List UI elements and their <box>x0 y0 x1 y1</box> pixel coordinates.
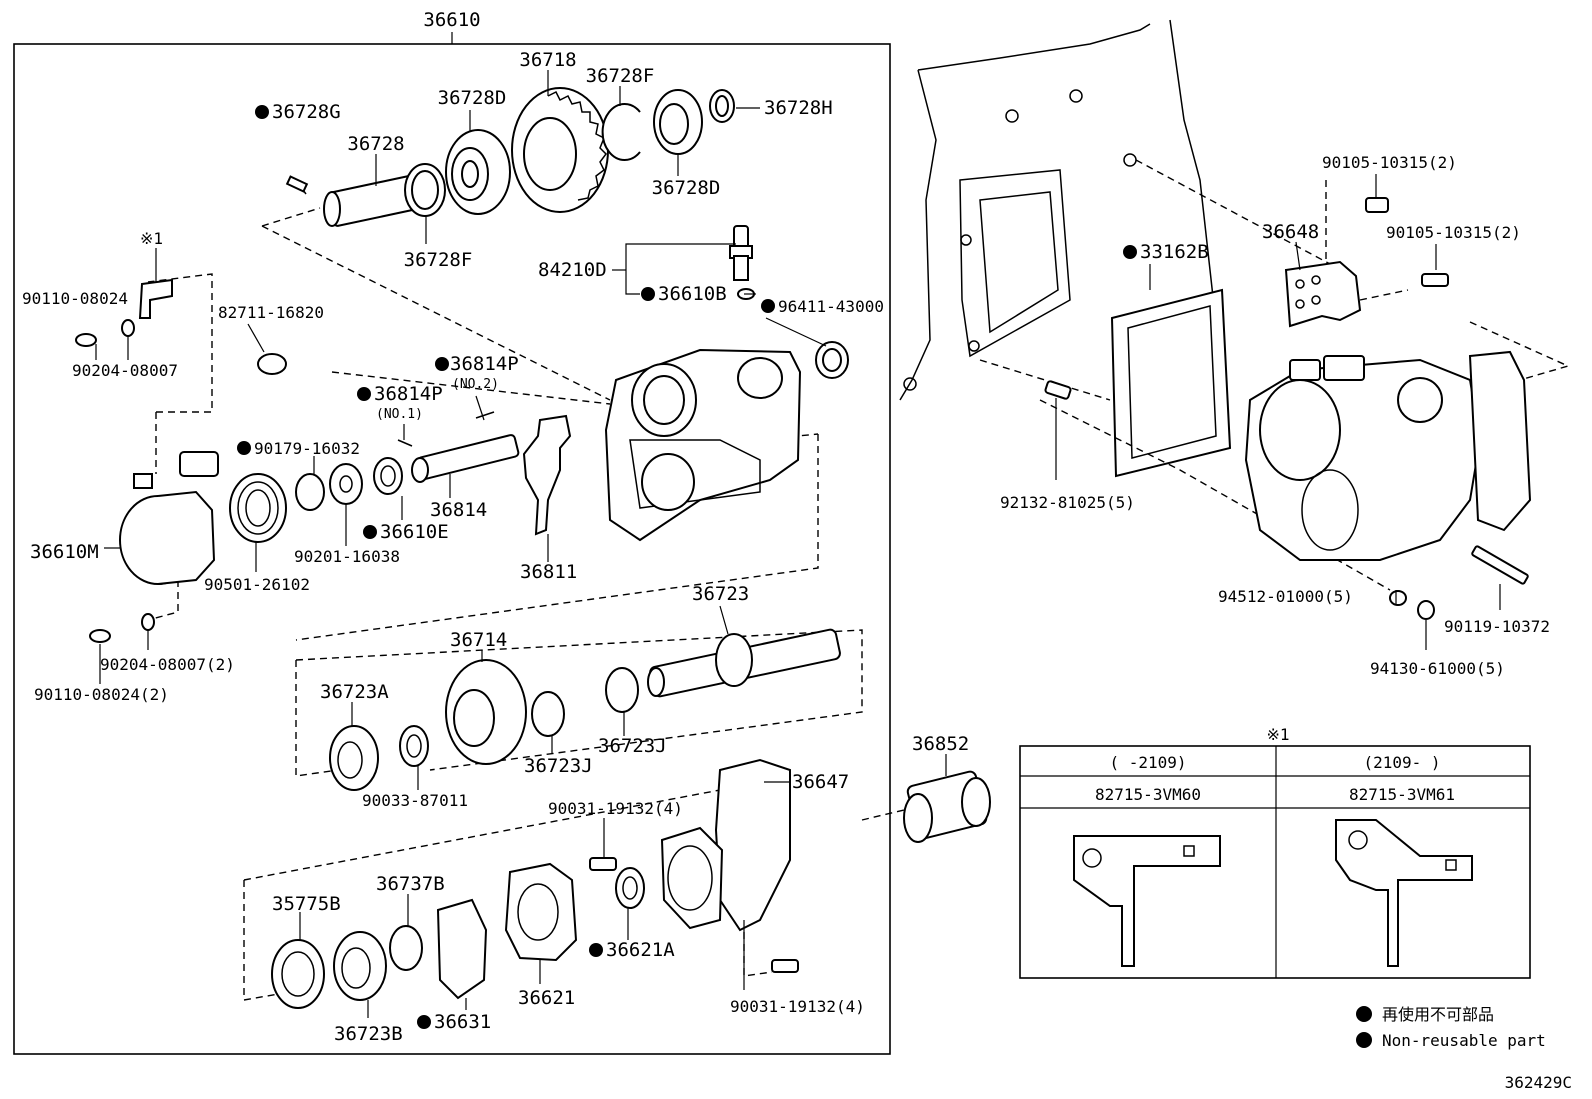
label-36610E: 36610E <box>380 521 449 543</box>
label-90201-16038: 90201-16038 <box>294 547 400 566</box>
label-36621A: 36621A <box>606 939 675 961</box>
label-36814P-no1: 36814P <box>374 383 443 405</box>
part-output-shaft <box>647 628 841 698</box>
label-90204-08007-2: 90204-08007(2) <box>100 655 235 674</box>
variant-table: ※1 ( -2109) (2109- ) 82715-3VM60 82715-3… <box>1019 725 1531 979</box>
part-housing <box>604 348 802 542</box>
part-housing-36647 <box>660 758 791 932</box>
label-36814: 36814 <box>430 499 487 521</box>
label-36718: 36718 <box>519 49 576 71</box>
label-84210D: 84210D <box>538 259 607 281</box>
label-36737B: 36737B <box>376 873 445 895</box>
label-90031-19132-b: 90031-19132(4) <box>730 997 865 1016</box>
label-82711-16820: 82711-16820 <box>218 303 324 322</box>
label-36714: 36714 <box>450 629 507 651</box>
part-36621 <box>504 862 578 962</box>
part-gasket-33162B <box>1110 288 1232 478</box>
variant-col2-range: (2109- ) <box>1363 753 1440 772</box>
label-90119: 90119-10372 <box>1444 617 1550 636</box>
label-36621: 36621 <box>518 987 575 1009</box>
label-36811: 36811 <box>520 561 577 583</box>
label-no1: (NO.1) <box>376 407 423 422</box>
label-36723J-b: 36723J <box>524 755 593 777</box>
label-90105-b: 90105-10315(2) <box>1386 223 1521 242</box>
part-shift-fork <box>522 414 572 536</box>
part-labels: 36718 36728F 36728D 36728H 36728G 36728 … <box>22 49 1550 1045</box>
label-36728: 36728 <box>347 133 404 155</box>
legend-line1: 再使用不可部品 <box>1382 1005 1494 1024</box>
label-36728H: 36728H <box>764 97 833 119</box>
label-90110-08024-2: 90110-08024(2) <box>34 685 169 704</box>
label-36723: 36723 <box>692 583 749 605</box>
label-90110-08024: 90110-08024 <box>22 289 128 308</box>
non-reusable-markers <box>237 105 1137 1029</box>
figure-number: 362429C <box>1505 1073 1572 1092</box>
part-group-top <box>285 87 735 227</box>
part-speed-sensor <box>729 225 849 379</box>
label-94512: 94512-01000(5) <box>1218 587 1353 606</box>
part-sleeve-36852 <box>903 770 991 843</box>
label-36728D-top: 36728D <box>438 87 507 109</box>
legend-line2: Non-reusable part <box>1382 1031 1546 1050</box>
label-36648: 36648 <box>1262 221 1319 243</box>
label-36631: 36631 <box>434 1011 491 1033</box>
label-36814P-no2: 36814P <box>450 353 519 375</box>
label-35775B: 35775B <box>272 893 341 915</box>
part-fork-shaft <box>397 411 520 483</box>
label-36723J-a: 36723J <box>598 735 667 757</box>
label-36647: 36647 <box>792 771 849 793</box>
part-bracket-36648 <box>1284 260 1362 328</box>
label-90501-26102: 90501-26102 <box>204 575 310 594</box>
label-36610M: 36610M <box>30 541 99 563</box>
variant-table-title: ※1 <box>1266 725 1289 744</box>
assembly-number: 36610 <box>423 9 480 31</box>
label-36852: 36852 <box>912 733 969 755</box>
part-transfer-assembly <box>1244 350 1532 561</box>
label-90204-08007: 90204-08007 <box>72 361 178 380</box>
label-33162B: 33162B <box>1140 241 1209 263</box>
label-90179-16032: 90179-16032 <box>254 439 360 458</box>
label-36610B: 36610B <box>658 283 727 305</box>
label-36728F-top: 36728F <box>586 65 655 87</box>
part-spring <box>229 473 287 543</box>
label-x1-top: ※1 <box>140 229 163 248</box>
label-90031-19132-a: 90031-19132(4) <box>548 799 683 818</box>
variant-col2-part: 82715-3VM61 <box>1349 785 1455 804</box>
label-36728D-bot: 36728D <box>652 177 721 199</box>
label-96411-43000: 96411-43000 <box>778 297 884 316</box>
label-90033-87011: 90033-87011 <box>362 791 468 810</box>
label-36723B: 36723B <box>334 1023 403 1045</box>
part-actuator <box>119 451 219 585</box>
part-transmission-case <box>899 19 1221 401</box>
part-gear-36714 <box>445 659 527 765</box>
label-36728G: 36728G <box>272 101 341 123</box>
legend: 再使用不可部品 Non-reusable part <box>1356 1005 1546 1050</box>
variant-col1-range: ( -2109) <box>1109 753 1186 772</box>
label-90105-a: 90105-10315(2) <box>1322 153 1457 172</box>
label-94130: 94130-61000(5) <box>1370 659 1505 678</box>
label-36728F-bot: 36728F <box>404 249 473 271</box>
leader-lines <box>95 70 1501 1018</box>
label-no2: (NO.2) <box>452 377 499 392</box>
label-36723A: 36723A <box>320 681 389 703</box>
variant-col1-part: 82715-3VM60 <box>1095 785 1201 804</box>
label-92132: 92132-81025(5) <box>1000 493 1135 512</box>
